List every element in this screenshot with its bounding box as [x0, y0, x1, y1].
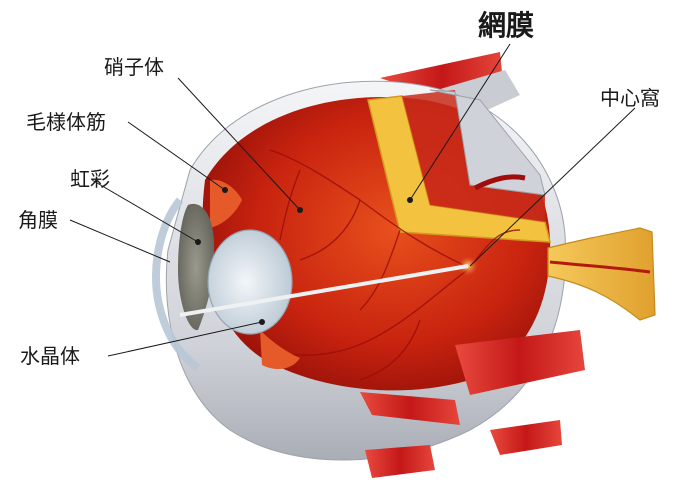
blood-vessels: [269, 149, 521, 381]
lower-muscle-2: [360, 392, 460, 425]
lower-muscle-3: [490, 420, 562, 455]
sclera-cut-face: [429, 89, 546, 196]
label-fovea: 中心窩: [600, 86, 660, 110]
lower-muscle-4: [365, 445, 435, 478]
label-iris: 虹彩: [70, 167, 110, 191]
label-vitreous: 硝子体: [104, 55, 164, 79]
label-cornea: 角膜: [18, 208, 58, 232]
retina-cut-face: [402, 90, 545, 222]
label-lens: 水晶体: [20, 344, 80, 368]
lens: [207, 229, 293, 335]
optic-nerve: [547, 227, 656, 321]
optic-nerve-vessel: [549, 260, 651, 274]
label-retina: 網膜: [478, 9, 535, 42]
ciliary-body: [210, 179, 242, 228]
leader-lines: [69, 43, 636, 357]
retina-vessel-stub: [473, 174, 526, 191]
cornea: [152, 197, 201, 372]
lower-muscle-1: [455, 330, 585, 395]
ciliary-body-lower: [260, 330, 300, 370]
leader-dots: [195, 187, 413, 325]
visual-axis: [179, 264, 469, 317]
label-ciliary-muscle: 毛様体筋: [26, 110, 106, 134]
